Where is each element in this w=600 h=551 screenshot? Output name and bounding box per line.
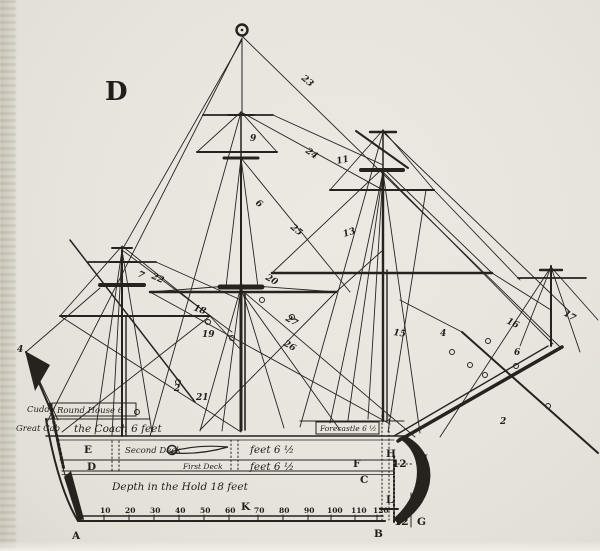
rigging-number: 21 [195, 393, 209, 403]
rigging-blocks [134, 297, 551, 415]
deck-inscription: Second Deck [125, 446, 181, 456]
scale-tick: 70 [254, 506, 264, 515]
deck-inscription: Cuddy [27, 405, 55, 415]
rigging-number: 13 [342, 226, 357, 239]
mizzen-lateen-yard [69, 239, 196, 403]
rigging-number: 18 [192, 303, 208, 317]
scale-tick: 10 [100, 506, 110, 515]
deck-inscription: Depth in the Hold 18 feet [111, 481, 249, 493]
scale-tick: 50 [200, 506, 210, 515]
rigging-lines [25, 35, 599, 438]
scale-tick-marks [103, 514, 378, 522]
rigging-number: 17 [562, 309, 578, 324]
rigging-number: 7 [136, 270, 147, 282]
scale-tick: 40 [175, 506, 185, 515]
scale-tick: 120 [373, 506, 389, 515]
deck-inscription: First Deck [182, 462, 223, 471]
scale-tick: 60 [225, 506, 235, 515]
reference-letter: D [87, 461, 96, 473]
rigging-number: 15 [393, 328, 407, 340]
scale-tick: 30 [150, 506, 160, 515]
deck-inscription: the Coach 6 feet [74, 423, 162, 435]
plate-letter: D [105, 77, 129, 107]
reference-letter: B [374, 528, 383, 540]
page-edge [0, 0, 16, 551]
main-mast [217, 23, 265, 432]
reference-letter: I [423, 453, 428, 465]
fore-topgallant-yard [355, 130, 409, 169]
ships-boat [166, 444, 229, 456]
rigging-number: 4 [440, 329, 446, 339]
rigging-number: 4 [17, 345, 23, 355]
rigging-number: 24 [302, 146, 319, 162]
rigging-number: 19 [202, 330, 215, 340]
rigging-number: 22 [149, 271, 165, 286]
deck-inscription: Great Cab [16, 424, 60, 434]
reference-letter: 12 [392, 458, 407, 470]
rigging-number: 20 [263, 272, 280, 288]
yards [59, 114, 599, 454]
reference-letter: F [353, 458, 361, 470]
reference-letter: L [386, 494, 394, 506]
deck-inscription: Round House 6 [56, 406, 124, 416]
deck-inscription: feet 6 ½ [249, 444, 294, 456]
scale-tick: 80 [279, 506, 289, 515]
ensign-staff [25, 351, 55, 419]
rigging-number: 11 [336, 155, 350, 167]
rigging-number: 23 [298, 73, 315, 89]
rigging-number: 26 [281, 338, 298, 354]
masthead-truck [235, 23, 249, 37]
page-edge-bottom [0, 541, 600, 551]
reference-letter: E [84, 444, 92, 456]
scale-tick: 110 [351, 506, 367, 515]
rigging-number: 6 [253, 198, 264, 210]
reference-letter: 12 [394, 516, 409, 528]
spritsail-yard [461, 331, 599, 454]
scale-tick: 20 [125, 506, 135, 515]
scale-tick: 90 [304, 506, 314, 515]
deck-inscription: Forecastle 6 ½ [319, 424, 377, 433]
reference-letter: K [241, 501, 251, 513]
deck-inscription: feet 6 ½ [249, 461, 294, 473]
bowsprit [393, 265, 564, 443]
reference-letter: G [417, 516, 426, 528]
rigging-number: 25 [287, 222, 304, 238]
reference-letter: C [360, 474, 368, 486]
rigging-number: 9 [250, 134, 257, 144]
rigging-number: 6 [514, 348, 521, 358]
reference-letter: A [71, 530, 81, 542]
rigging-number: 2 [499, 417, 506, 427]
reference-letter: H [386, 448, 396, 460]
rigging-number: 2 [173, 384, 180, 394]
scale-tick: 100 [327, 506, 343, 515]
measure-guides [111, 414, 413, 523]
rigging-number: 16 [505, 317, 521, 332]
stern-flag [25, 351, 50, 391]
